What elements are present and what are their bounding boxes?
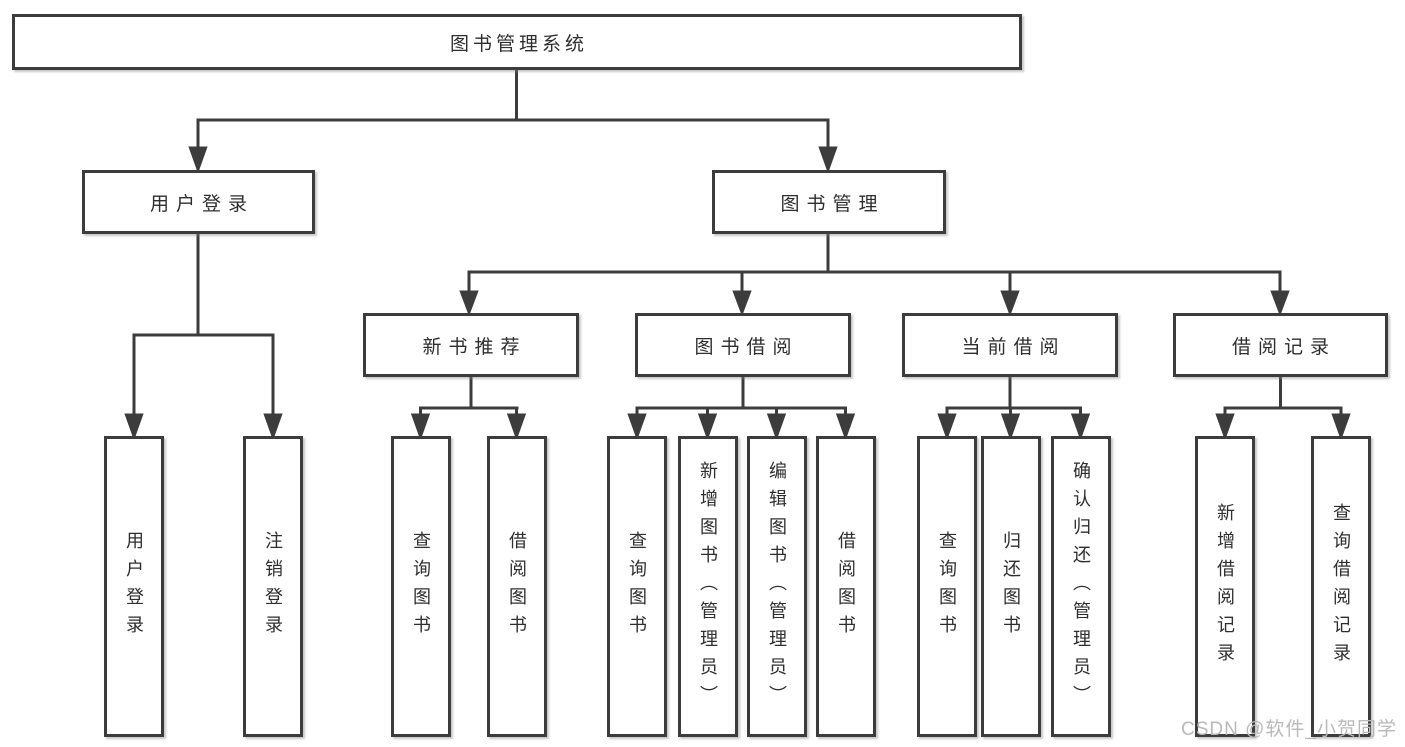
leaf-edit-books-admin: 编辑图书（管理员）	[747, 436, 807, 737]
arrowhead	[766, 413, 787, 441]
connector-login-to-leaves	[124, 233, 283, 441]
arrowhead	[459, 290, 479, 317]
arrowhead	[506, 413, 527, 441]
leaf-query-books: 查询图书	[607, 436, 667, 737]
node-label: 图书借阅	[694, 336, 799, 358]
leaf-query-borrow-record: 查询借阅记录	[1311, 436, 1371, 737]
arrowhead	[627, 413, 647, 441]
connector-mgmt-to-level3	[459, 233, 1290, 317]
node-user-login: 用户登录	[82, 170, 315, 234]
leaf-add-books-admin: 新增图书（管理员）	[678, 436, 738, 737]
arrowhead	[1000, 413, 1021, 441]
leaf-query-books: 查询图书	[391, 436, 451, 737]
leaf-return-books: 归还图书	[981, 436, 1041, 737]
node-label: 新书推荐	[422, 336, 527, 358]
arrowhead	[124, 413, 144, 441]
node-borrowing-records: 借阅记录	[1173, 313, 1388, 377]
arrowhead	[937, 413, 957, 441]
arrowhead	[1331, 413, 1351, 441]
connector-current-to-leaves	[937, 377, 1091, 441]
node-label: 图书管理	[780, 193, 885, 215]
connector-newbook-to-leaves	[410, 377, 527, 441]
arrowhead	[835, 413, 856, 441]
node-label: 当前借阅	[961, 336, 1066, 358]
arrowhead	[732, 290, 752, 317]
arrowhead	[410, 413, 431, 441]
connector-root-to-level2	[188, 69, 838, 174]
node-current-borrowing: 当前借阅	[902, 313, 1118, 377]
arrowhead	[697, 413, 718, 441]
leaf-logout: 注销登录	[243, 436, 303, 737]
node-label: 图书管理系统	[449, 33, 588, 55]
csdn-watermark: CSDN @软件_小贺同学	[1181, 719, 1397, 740]
arrowhead	[263, 413, 283, 441]
arrowhead	[188, 146, 208, 174]
node-book-borrowing: 图书借阅	[635, 313, 851, 377]
leaf-user-login: 用户登录	[104, 436, 164, 737]
arrowhead	[1070, 413, 1091, 441]
arrowhead	[1270, 290, 1290, 317]
node-book-management: 图书管理	[712, 170, 946, 234]
connector-borrow-to-leaves	[627, 377, 856, 441]
leaf-borrow-books: 借阅图书	[816, 436, 876, 737]
node-label: 借阅记录	[1231, 336, 1336, 358]
leaf-confirm-return-admin: 确认归还（管理员）	[1051, 436, 1111, 737]
node-library-system: 图书管理系统	[12, 14, 1022, 70]
connector-record-to-leaves	[1215, 377, 1351, 441]
leaf-query-books: 查询图书	[917, 436, 977, 737]
arrowhead	[818, 146, 838, 174]
leaf-add-borrow-record: 新增借阅记录	[1195, 436, 1255, 737]
arrowhead	[1215, 413, 1235, 441]
leaf-borrow-books: 借阅图书	[487, 436, 547, 737]
arrowhead	[1000, 290, 1020, 317]
node-label: 用户登录	[149, 193, 254, 215]
node-new-book-recommend: 新书推荐	[363, 313, 579, 377]
